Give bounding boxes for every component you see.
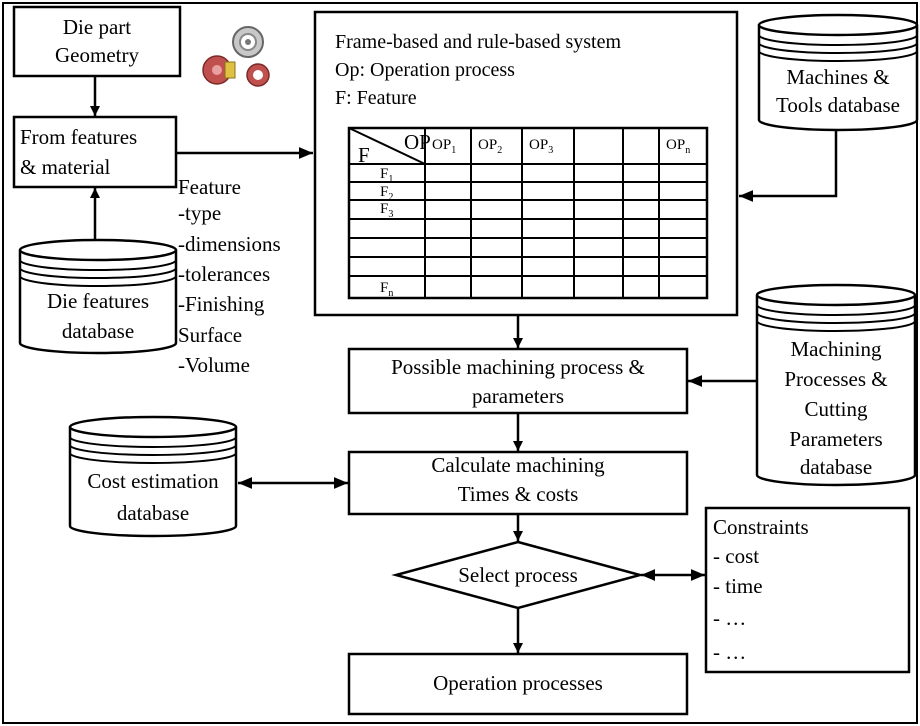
die-part-geometry-box bbox=[12, 5, 182, 78]
feature-list-item: Feature bbox=[178, 175, 241, 199]
constraints-line: - cost bbox=[713, 544, 759, 568]
constraints-line: - … bbox=[713, 606, 746, 630]
operation-processes-box bbox=[347, 652, 689, 716]
matrix-corner-f-label: F bbox=[358, 143, 370, 167]
red-ring-part-icon bbox=[246, 63, 270, 87]
machines-db-line2: Tools database bbox=[776, 93, 900, 117]
machining-processes-database: Machining Processes & Cutting Parameters… bbox=[755, 283, 917, 487]
feature-list: Feature -type -dimensions -tolerances -F… bbox=[178, 175, 281, 377]
cost-db-line2: database bbox=[117, 501, 189, 525]
machines-tools-database: Machines & Tools database bbox=[757, 13, 919, 132]
matrix-op-header: OP1 bbox=[432, 137, 456, 156]
feature-list-item: -tolerances bbox=[178, 262, 270, 286]
matrix-op-header: OP2 bbox=[478, 137, 502, 156]
die-part-line1: Die part bbox=[63, 15, 131, 39]
cost-db-line1: Cost estimation bbox=[87, 469, 219, 493]
constraints-line: - time bbox=[713, 574, 763, 598]
from-features-box bbox=[12, 115, 178, 189]
possible-process-line1: Possible machining process & bbox=[391, 355, 645, 379]
cost-estimation-database: Cost estimation database bbox=[68, 415, 238, 538]
constraints-line: - … bbox=[713, 640, 746, 664]
feature-list-item: -Finishing bbox=[178, 292, 265, 316]
machining-db-line: database bbox=[800, 455, 872, 479]
possible-process-line2: parameters bbox=[472, 384, 564, 408]
machines-db-line1: Machines & bbox=[786, 65, 889, 89]
frame-system-line2: Op: Operation process bbox=[335, 59, 515, 81]
machining-db-line: Parameters bbox=[789, 427, 882, 451]
calculate-line1: Calculate machining bbox=[431, 453, 605, 477]
machining-db-line: Machining bbox=[791, 337, 882, 361]
die-features-database: Die features database bbox=[18, 238, 178, 355]
frame-system-line3: F: Feature bbox=[335, 87, 417, 109]
die-features-db-line1: Die features bbox=[47, 289, 149, 313]
arrow-machines-to-system bbox=[739, 130, 838, 202]
calculate-box bbox=[347, 450, 689, 516]
die-part-line2: Geometry bbox=[55, 43, 139, 67]
connectors bbox=[90, 76, 838, 653]
constraints-box bbox=[704, 506, 911, 674]
die-part-thumbnails bbox=[202, 26, 270, 87]
feature-list-item: -Volume bbox=[178, 353, 250, 377]
die-features-db-line2: database bbox=[62, 319, 134, 343]
matrix-op-header: OPn bbox=[666, 137, 690, 156]
machining-db-line: Processes & bbox=[784, 367, 887, 391]
from-features-line1: From features bbox=[20, 125, 137, 149]
feature-list-item: Surface bbox=[178, 323, 242, 347]
from-features-line2: & material bbox=[20, 155, 111, 179]
matrix-corner-diagonal bbox=[348, 127, 426, 165]
matrix-corner-op-label: OP bbox=[404, 130, 431, 154]
feature-list-item: -type bbox=[178, 201, 221, 225]
machining-db-line: Cutting bbox=[804, 397, 868, 421]
operation-processes-label: Operation processes bbox=[433, 671, 603, 695]
feature-list-item: -dimensions bbox=[178, 232, 281, 256]
frame-system-line1: Frame-based and rule-based system bbox=[335, 31, 621, 53]
constraints-line: Constraints bbox=[713, 515, 809, 539]
gear-part-icon bbox=[232, 26, 264, 58]
calculate-line2: Times & costs bbox=[458, 482, 579, 506]
select-process-label: Select process bbox=[458, 563, 578, 587]
matrix-op-header: OP3 bbox=[529, 137, 553, 156]
red-disc-part-icon bbox=[202, 55, 236, 85]
